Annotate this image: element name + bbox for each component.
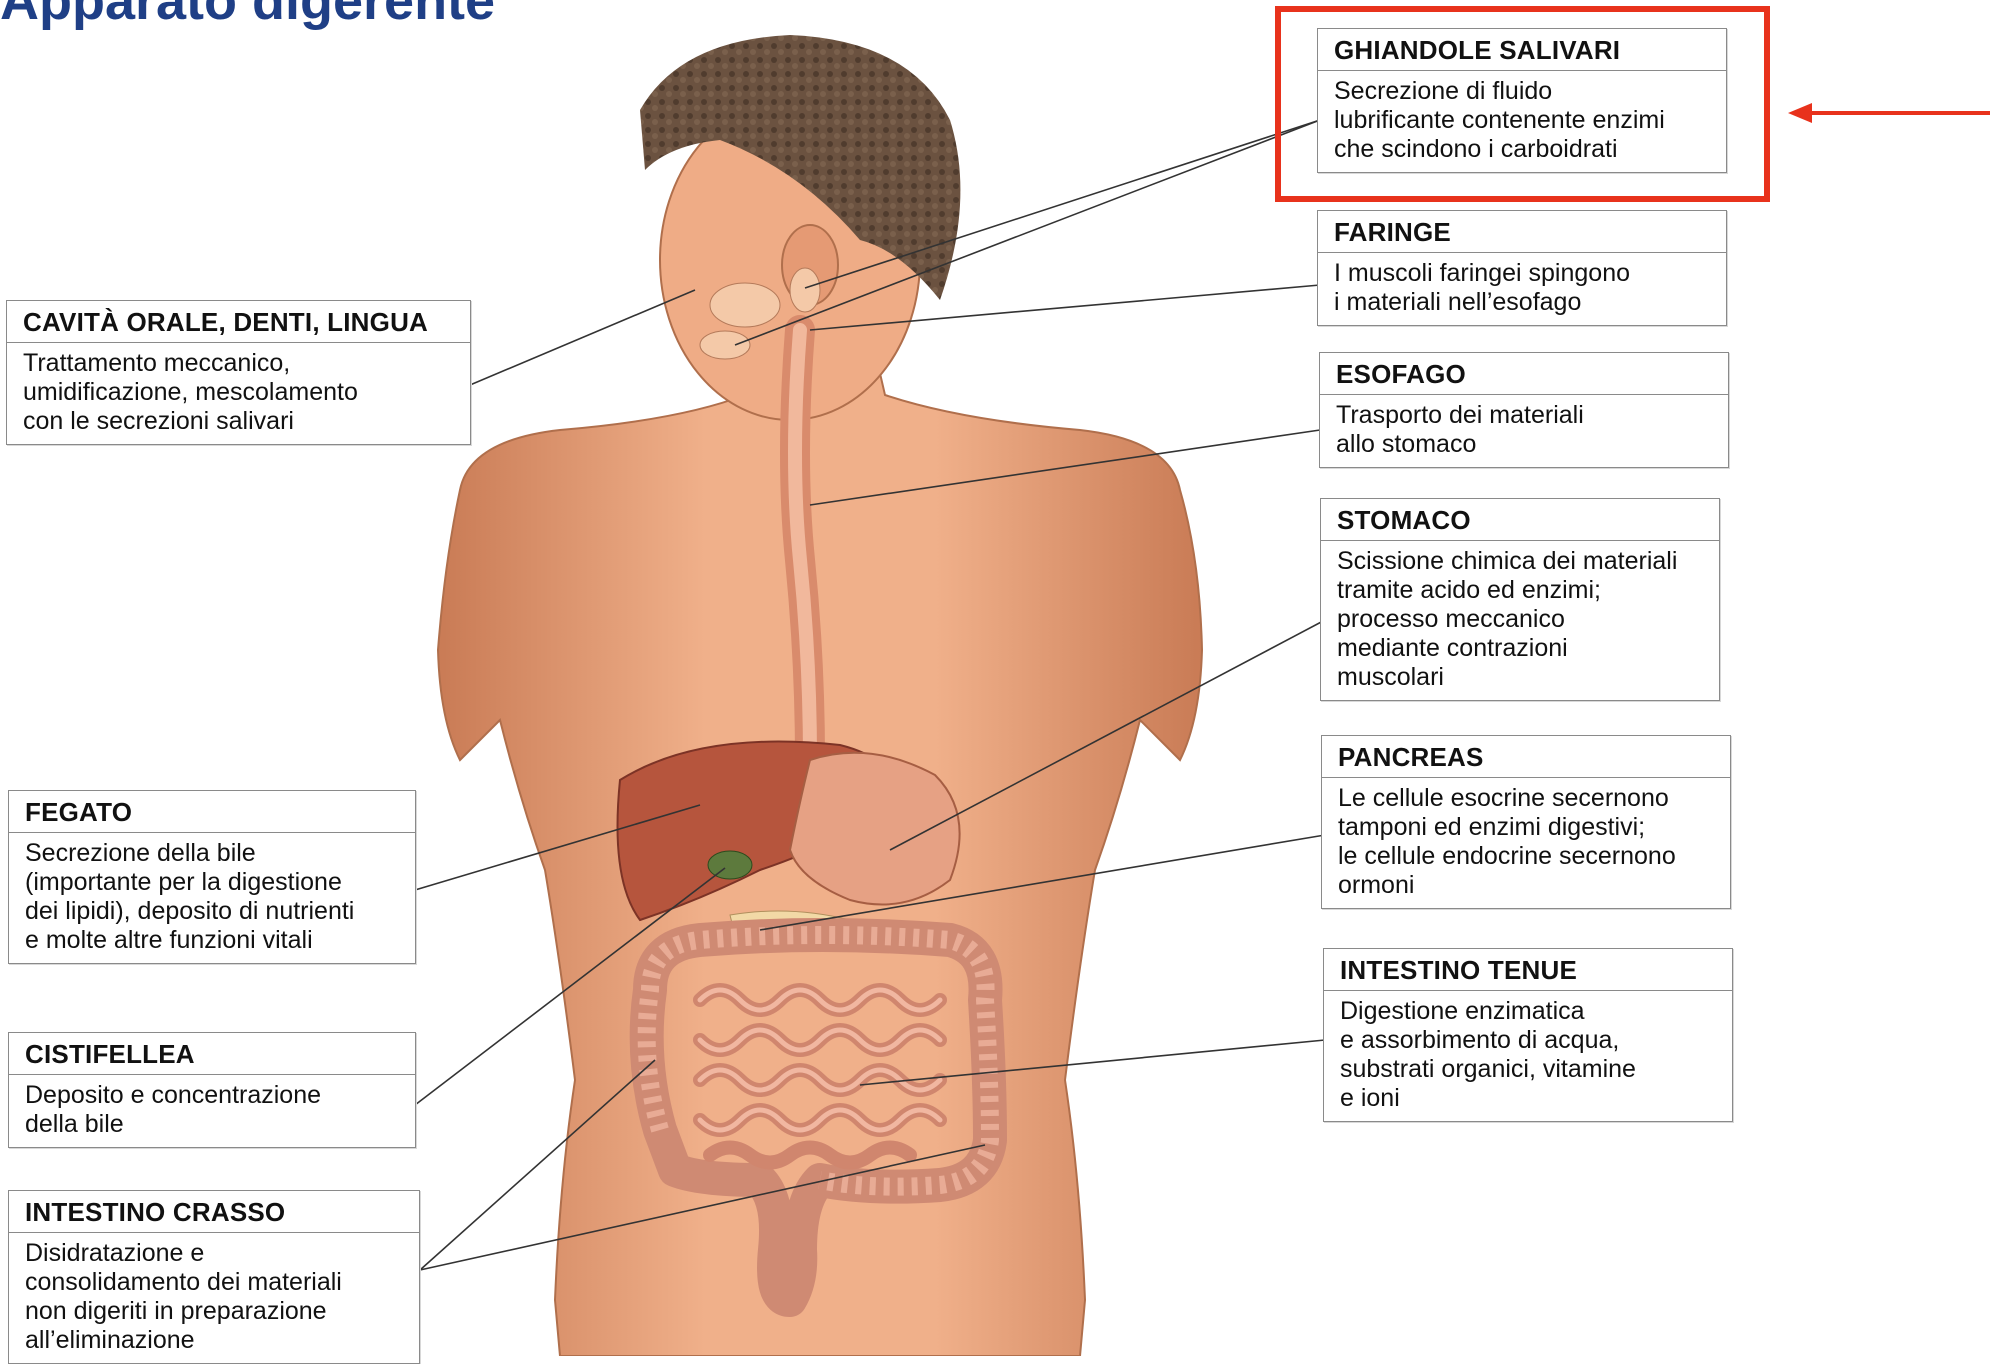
label-body: I muscoli faringei spingono i materiali …	[1318, 253, 1726, 325]
label-cavita-orale: CAVITÀ ORALE, DENTI, LINGUA Trattamento …	[6, 300, 471, 445]
label-body: Scissione chimica dei materiali tramite …	[1321, 541, 1719, 700]
label-body: Deposito e concentrazione della bile	[9, 1075, 415, 1147]
pointer-arrow	[1788, 103, 1990, 123]
label-title: FEGATO	[9, 791, 415, 833]
label-title: ESOFAGO	[1320, 353, 1728, 395]
label-title: FARINGE	[1318, 211, 1726, 253]
label-body: Secrezione della bile (importante per la…	[9, 833, 415, 963]
label-body: Le cellule esocrine secernono tamponi ed…	[1322, 778, 1730, 908]
label-pancreas: PANCREAS Le cellule esocrine secernono t…	[1321, 735, 1731, 909]
gallbladder	[708, 851, 752, 879]
label-title: CISTIFELLEA	[9, 1033, 415, 1075]
label-title: STOMACO	[1321, 499, 1719, 541]
label-title: CAVITÀ ORALE, DENTI, LINGUA	[7, 301, 470, 343]
label-esofago: ESOFAGO Trasporto dei materiali allo sto…	[1319, 352, 1729, 468]
label-body: Disidratazione e consolidamento dei mate…	[9, 1233, 419, 1363]
label-body: Trattamento meccanico, umidificazione, m…	[7, 343, 470, 444]
label-fegato: FEGATO Secrezione della bile (importante…	[8, 790, 416, 964]
label-cistifellea: CISTIFELLEA Deposito e concentrazione de…	[8, 1032, 416, 1148]
label-faringe: FARINGE I muscoli faringei spingono i ma…	[1317, 210, 1727, 326]
highlight-frame	[1275, 6, 1770, 202]
label-title: INTESTINO CRASSO	[9, 1191, 419, 1233]
stomach	[790, 753, 960, 905]
label-stomaco: STOMACO Scissione chimica dei materiali …	[1320, 498, 1720, 701]
label-body: Trasporto dei materiali allo stomaco	[1320, 395, 1728, 467]
label-intestino-tenue: INTESTINO TENUE Digestione enzimatica e …	[1323, 948, 1733, 1122]
label-body: Digestione enzimatica e assorbimento di …	[1324, 991, 1732, 1121]
label-title: INTESTINO TENUE	[1324, 949, 1732, 991]
label-title: PANCREAS	[1322, 736, 1730, 778]
label-intestino-crasso: INTESTINO CRASSO Disidratazione e consol…	[8, 1190, 420, 1364]
